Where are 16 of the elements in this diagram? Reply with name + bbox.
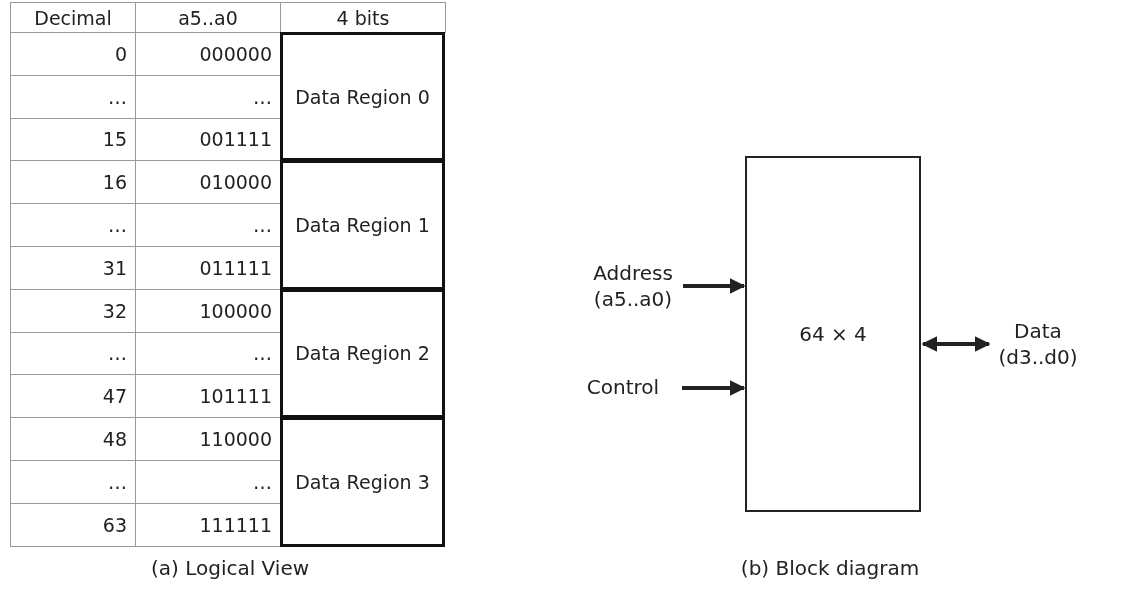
output-label: Data (d3..d0) xyxy=(990,318,1086,370)
column-header: Decimal xyxy=(10,2,136,33)
table-cell: 63 xyxy=(10,502,136,547)
arrow xyxy=(682,380,746,396)
arrow xyxy=(683,278,746,294)
input-label: Control xyxy=(566,374,680,402)
bidirectional-arrow xyxy=(921,336,991,352)
data-region-cell: Data Region 1 xyxy=(280,160,445,290)
memory-block: 64 × 4 xyxy=(745,156,921,512)
data-region-cell: Data Region 3 xyxy=(280,417,445,547)
caption: (a) Logical View xyxy=(149,555,311,581)
column-header: 4 bits xyxy=(280,2,446,33)
input-label: Address (a5..a0) xyxy=(585,260,681,312)
data-region-cell: Data Region 2 xyxy=(280,288,445,419)
caption: (b) Block diagram xyxy=(739,555,921,581)
data-region-cell: Data Region 0 xyxy=(280,32,445,162)
